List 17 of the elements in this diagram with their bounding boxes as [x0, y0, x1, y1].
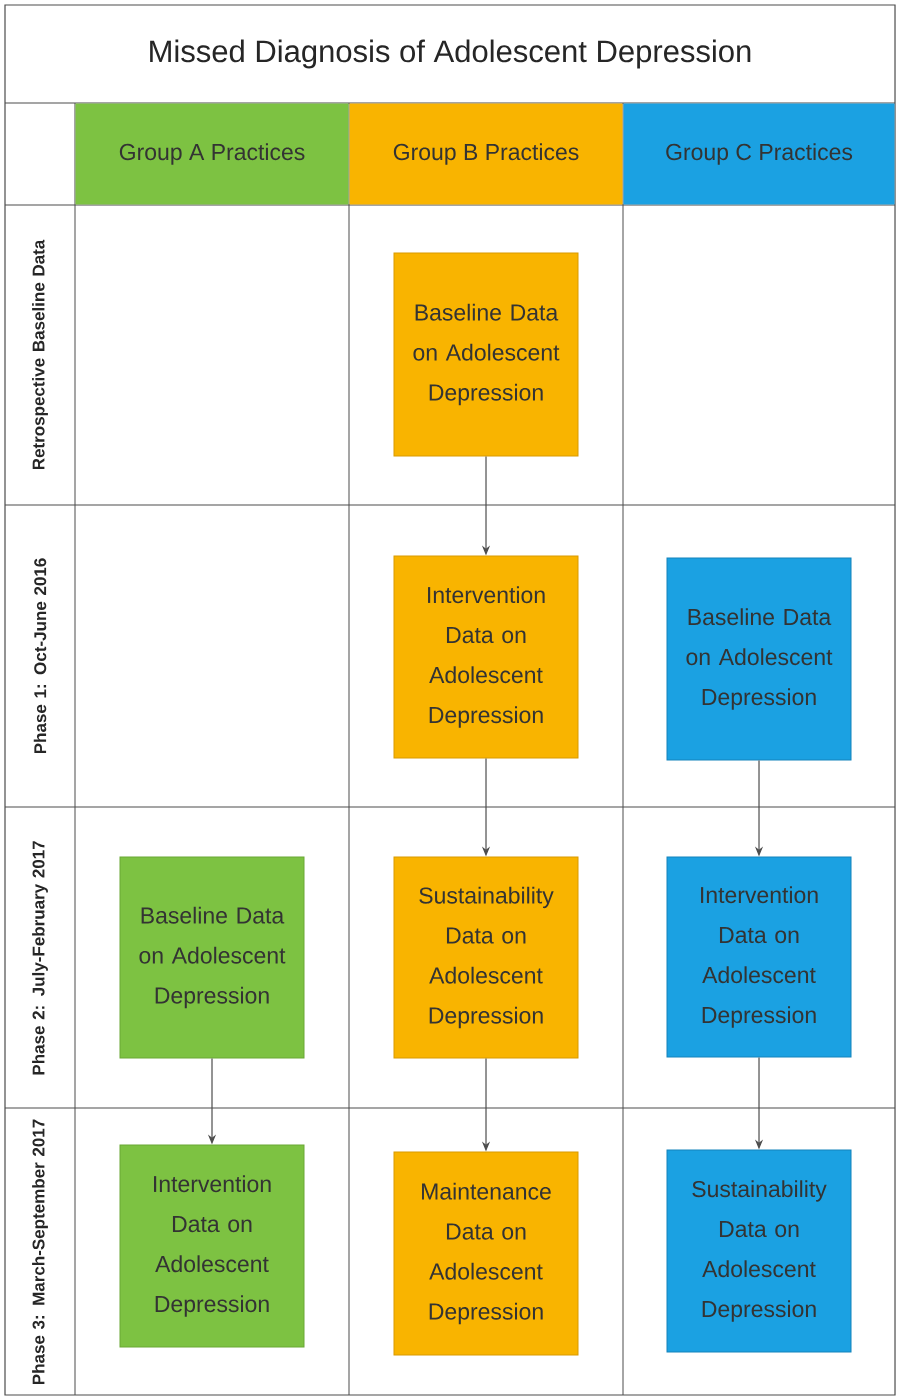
process-box: Sustainability Data on Adolescent Depression	[666, 1149, 852, 1353]
process-box: Intervention Data on Adolescent Depression	[393, 555, 579, 759]
process-box: Baseline Data on Adolescent Depression	[119, 856, 305, 1059]
column-header: Group A Practices	[75, 103, 349, 205]
row-label: Phase 3: March-September 2017	[32, 1119, 48, 1385]
process-box: Maintenance Data on Adolescent Depression	[393, 1151, 579, 1356]
process-box: Sustainability Data on Adolescent Depression	[393, 856, 579, 1059]
column-header: Group B Practices	[349, 103, 623, 205]
row-label: Phase 2: July-February 2017	[32, 841, 48, 1075]
process-box: Baseline Data on Adolescent Depression	[666, 557, 852, 761]
row-label: Retrospective Baseline Data	[32, 239, 48, 470]
title: Missed Diagnosis of Adolescent Depression	[150, 39, 751, 69]
process-box: Intervention Data on Adolescent Depression	[666, 856, 852, 1058]
process-box: Intervention Data on Adolescent Depression	[119, 1144, 305, 1348]
column-header: Group C Practices	[623, 103, 895, 205]
process-box: Baseline Data on Adolescent Depression	[393, 252, 579, 457]
row-label: Phase 1: Oct-June 2016	[33, 558, 47, 754]
